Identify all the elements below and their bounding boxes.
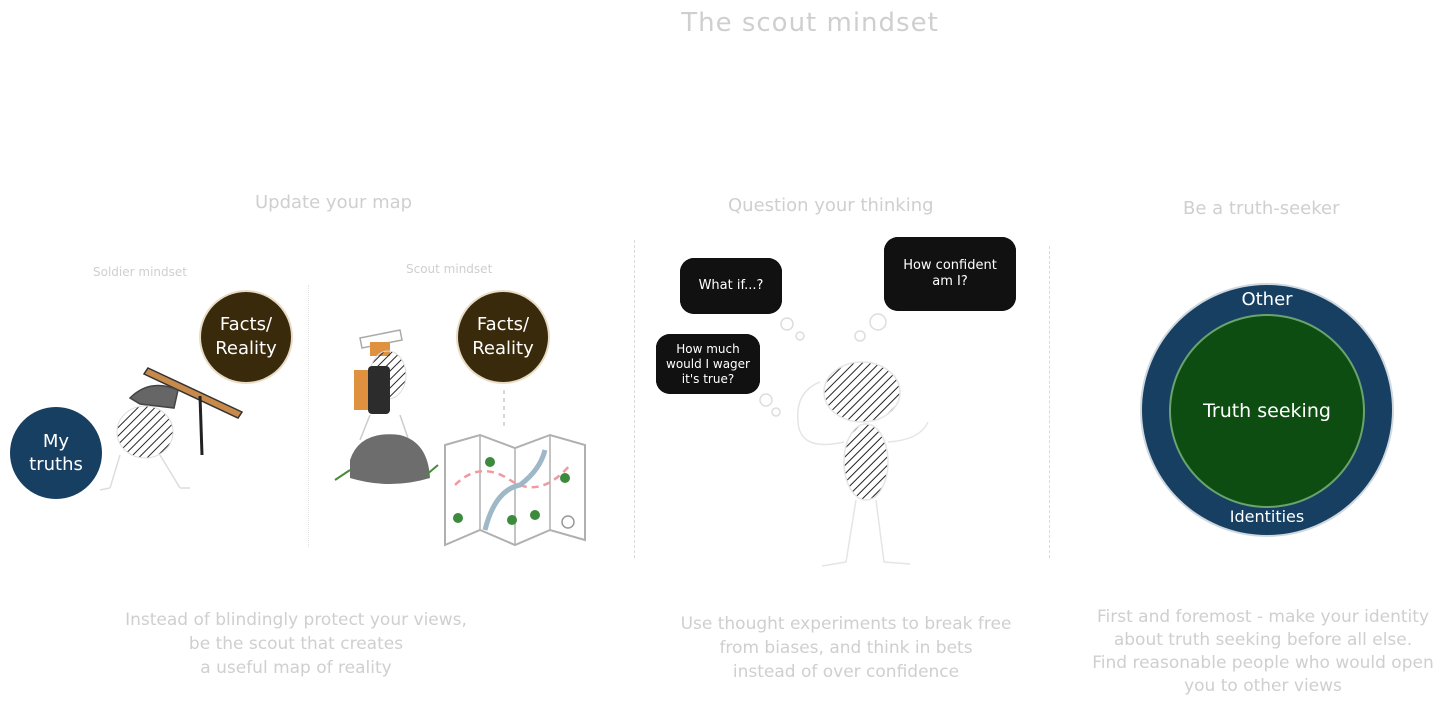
bubble-wager-line-1: How much	[676, 341, 740, 356]
caption-truth-seeker: First and foremost - make your identity …	[1071, 606, 1455, 698]
caption-map-line-3: a useful map of reality	[200, 658, 392, 678]
facts-scout-line-1: Facts/	[476, 314, 530, 335]
map-illustration	[444, 390, 586, 547]
thought-bubble-confident: How confident am I?	[884, 237, 1016, 311]
section-divider-left	[634, 240, 635, 558]
my-truths-line-1: My	[42, 431, 70, 452]
bubble-wager-line-2: would I wager	[666, 356, 750, 371]
scout-mindset-label: Scout mindset	[406, 262, 493, 276]
truth-seeking-circle: Truth seeking	[1171, 316, 1363, 506]
caption-update-map: Instead of blindingly protect your views…	[96, 608, 496, 680]
truth-seeking-label: Truth seeking	[1203, 400, 1331, 422]
other-label: Other	[1241, 289, 1293, 310]
heading-truth-seeker: Be a truth-seeker	[1183, 198, 1340, 219]
mindset-divider	[308, 285, 309, 547]
caption-map-line-1: Instead of blindingly protect your views…	[125, 610, 467, 630]
thought-bubble-what-if: What if...?	[680, 258, 782, 314]
my-truths-circle: My truths	[10, 407, 102, 499]
thought-bubble-wager: How much would I wager it's true?	[656, 334, 760, 394]
bubble-wager-line-3: it's true?	[681, 371, 735, 386]
facts-soldier-line-2: Reality	[215, 338, 277, 359]
facts-reality-circle-soldier: Facts/ Reality	[201, 292, 291, 382]
page-title: The scout mindset	[681, 8, 939, 38]
bubble-confident-line-2: am I?	[932, 274, 968, 289]
facts-scout-line-2: Reality	[472, 338, 534, 359]
caption-map-line-2: be the scout that creates	[188, 634, 404, 654]
soldier-figure-illustration	[99, 367, 244, 491]
caption-question-line-3: instead of over confidence	[732, 662, 960, 682]
thinking-figure-illustration	[759, 313, 929, 567]
identities-label: Identities	[1229, 507, 1305, 526]
bubble-confident-line-1: How confident	[903, 258, 997, 273]
bubble-what-if-text: What if...?	[698, 278, 764, 293]
caption-truth-line-4: you to other views	[1184, 676, 1342, 696]
facts-soldier-line-1: Facts/	[219, 314, 273, 335]
caption-truth-line-1: First and foremost - make your identity	[1096, 607, 1430, 627]
heading-question-thinking: Question your thinking	[728, 195, 934, 216]
caption-question-line-1: Use thought experiments to break free	[680, 614, 1012, 634]
section-divider-right	[1049, 246, 1050, 558]
caption-question-line-2: from biases, and think in bets	[719, 638, 973, 658]
caption-truth-line-3: Find reasonable people who would open	[1092, 653, 1434, 673]
caption-question-thinking: Use thought experiments to break free fr…	[656, 612, 1036, 684]
facts-reality-circle-scout: Facts/ Reality	[458, 292, 548, 382]
caption-truth-line-2: about truth seeking before all else.	[1113, 630, 1413, 650]
soldier-mindset-label: Soldier mindset	[93, 265, 187, 279]
my-truths-line-2: truths	[29, 454, 83, 475]
scout-figure-illustration	[334, 329, 439, 484]
heading-update-map: Update your map	[255, 192, 413, 213]
